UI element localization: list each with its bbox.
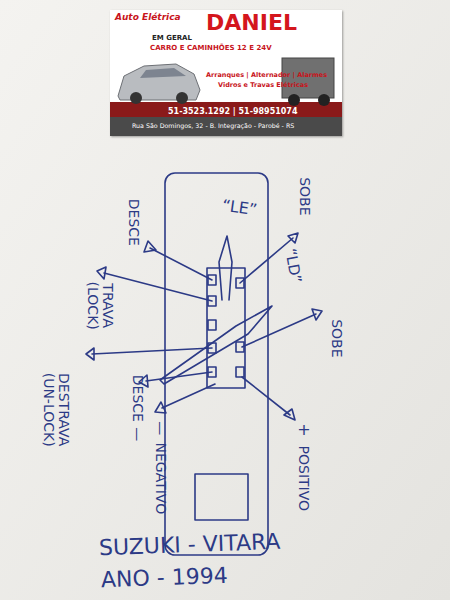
connector-body [207, 268, 245, 388]
handwritten-label: NEGATIVO [154, 442, 169, 514]
ld-pointer [160, 306, 272, 384]
card-text: DANIEL [206, 11, 297, 35]
handwritten-label: SOBE [329, 319, 344, 357]
le-pointer [219, 236, 232, 300]
card-text: Arranques | Alternador | Alarmes [206, 72, 327, 79]
handwritten-label: DESCE [127, 198, 142, 245]
leader-lines [86, 233, 322, 420]
handwritten-label: POSITIVO [297, 445, 312, 511]
card-text: 51-3523.1292 | 51-98951074 [168, 108, 298, 117]
business-card: Auto Elétrica DANIEL EM GERAL CARRO E CAMIN… [110, 10, 342, 136]
card-text: Auto Elétrica [115, 13, 181, 23]
connector-pins [208, 275, 244, 377]
handwritten-label: “LE” [221, 197, 258, 219]
card-text: CARRO E CAMINHÕES 12 E 24V [150, 45, 272, 53]
switch-housing [165, 173, 268, 555]
handwritten-label: + [297, 422, 310, 439]
handwritten-label: ANO - 1994 [100, 564, 227, 592]
handwritten-label: SOBE [297, 177, 312, 215]
handwritten-label: DESTRAVA (UN-LOCK) [41, 363, 70, 458]
handwritten-label: — [154, 421, 169, 435]
handwritten-label: DESCE [131, 374, 146, 421]
card-text: EM GERAL [152, 35, 192, 43]
handwritten-label: “LD” [281, 248, 303, 285]
handwritten-label: TRAVA (LOCK) [85, 273, 114, 339]
handwritten-label: — [131, 427, 146, 441]
handwritten-label: SUZUKI - VITARA [99, 530, 281, 559]
switch-window [195, 474, 248, 520]
card-text: Rua São Domingos, 32 - B. Integração - P… [132, 123, 294, 130]
card-text: Vidros e Travas Elétricas [218, 82, 308, 89]
